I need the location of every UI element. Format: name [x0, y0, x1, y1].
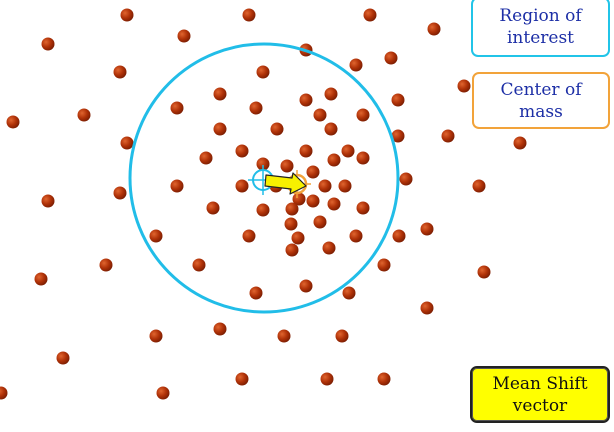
data-point	[213, 87, 227, 101]
data-point	[324, 87, 338, 101]
data-point	[41, 37, 55, 51]
data-point	[341, 144, 355, 158]
data-point	[213, 322, 227, 336]
mean-shift-arrow	[264, 172, 307, 195]
data-point	[477, 265, 491, 279]
data-point	[313, 108, 327, 122]
data-point	[120, 136, 134, 150]
data-point	[156, 386, 170, 400]
data-point	[384, 51, 398, 65]
data-point	[34, 272, 48, 286]
data-point	[277, 329, 291, 343]
data-point	[213, 122, 227, 136]
center-of-mass-label: Center of mass	[472, 72, 610, 129]
data-point	[299, 93, 313, 107]
data-point	[256, 203, 270, 217]
data-point	[113, 186, 127, 200]
region-of-interest-circle	[128, 42, 400, 314]
data-point	[306, 194, 320, 208]
data-point	[284, 217, 298, 231]
data-point	[338, 179, 352, 193]
data-point	[249, 101, 263, 115]
data-point	[427, 22, 441, 36]
data-point	[377, 258, 391, 272]
data-point	[391, 129, 405, 143]
data-point	[6, 115, 20, 129]
region-of-interest-text: Region of interest	[499, 6, 582, 48]
data-point	[292, 192, 306, 206]
data-point	[149, 229, 163, 243]
data-point	[356, 108, 370, 122]
data-point	[313, 215, 327, 229]
data-point	[356, 151, 370, 165]
data-point	[327, 153, 341, 167]
data-point	[235, 144, 249, 158]
data-point	[342, 286, 356, 300]
mean-shift-vector-label: Mean Shift vector	[470, 366, 610, 423]
mean-shift-vector-text: Mean Shift vector	[492, 373, 588, 416]
data-point	[324, 122, 338, 136]
data-point	[280, 159, 294, 173]
data-point	[256, 157, 270, 171]
data-point	[377, 372, 391, 386]
data-point	[322, 241, 336, 255]
data-point	[441, 129, 455, 143]
data-point	[306, 165, 320, 179]
data-point	[99, 258, 113, 272]
data-point	[318, 179, 332, 193]
data-point	[285, 243, 299, 257]
data-point	[420, 301, 434, 315]
data-point	[56, 351, 70, 365]
data-point	[299, 144, 313, 158]
data-points	[0, 8, 527, 400]
data-point	[192, 258, 206, 272]
data-point	[249, 286, 263, 300]
data-point	[399, 172, 413, 186]
data-point	[270, 122, 284, 136]
data-point	[356, 201, 370, 215]
data-point	[391, 93, 405, 107]
data-point	[256, 65, 270, 79]
data-point	[177, 29, 191, 43]
data-point	[77, 108, 91, 122]
data-point	[349, 229, 363, 243]
data-point	[299, 279, 313, 293]
data-point	[291, 231, 305, 245]
data-point	[0, 386, 8, 400]
data-point	[206, 201, 220, 215]
data-point	[420, 222, 434, 236]
data-point	[235, 179, 249, 193]
data-point	[113, 65, 127, 79]
center-of-mass-text: Center of mass	[500, 79, 582, 122]
data-point	[320, 372, 334, 386]
data-point	[170, 101, 184, 115]
data-point	[285, 202, 299, 216]
data-point	[327, 197, 341, 211]
region-of-interest-label: Region of interest	[471, 0, 610, 57]
data-point	[242, 229, 256, 243]
data-point	[199, 151, 213, 165]
data-point	[235, 372, 249, 386]
data-point	[392, 229, 406, 243]
data-point	[472, 179, 486, 193]
data-point	[120, 8, 134, 22]
data-point	[335, 329, 349, 343]
data-point	[513, 136, 527, 150]
data-point	[457, 79, 471, 93]
data-point	[170, 179, 184, 193]
data-point	[41, 194, 55, 208]
data-point	[363, 8, 377, 22]
data-point	[149, 329, 163, 343]
data-point	[242, 8, 256, 22]
data-point	[349, 58, 363, 72]
